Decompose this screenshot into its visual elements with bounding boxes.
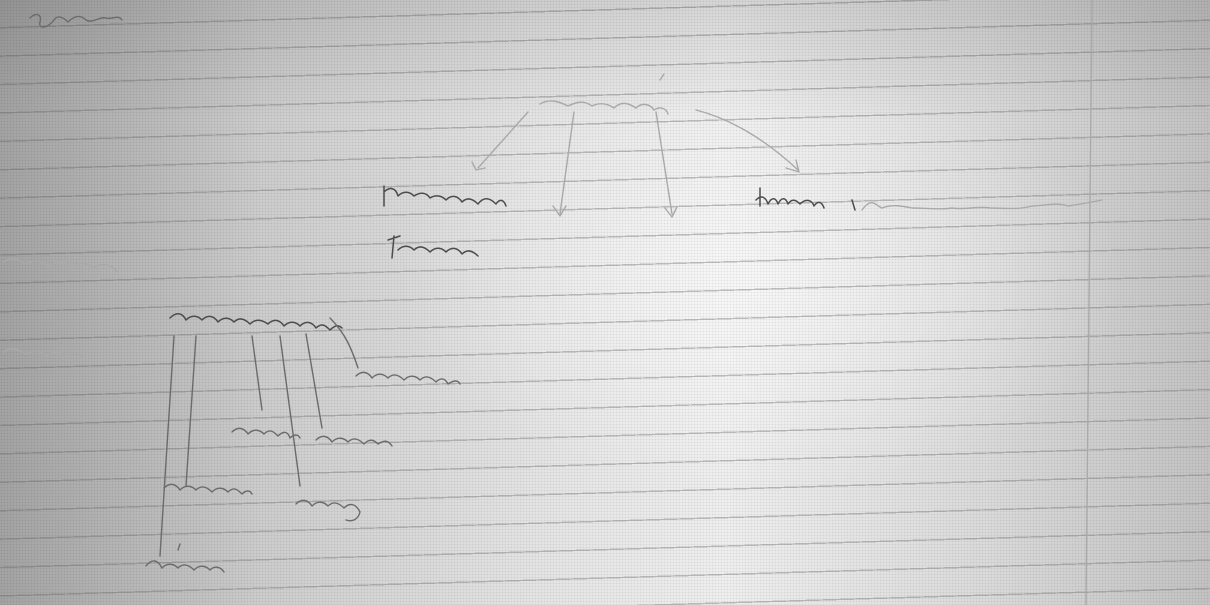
scribble-leaf-3 [315,435,393,447]
arrow-mid-right [655,111,678,218]
scribble-leaf-2 [231,427,301,439]
scribble-left-edge-2 [3,348,83,359]
stem-3 [251,335,263,411]
left-shadow [0,0,260,605]
scribble-top-left [29,13,123,28]
stem-5 [305,333,323,429]
stem-1 [159,335,175,557]
scribble-left-branch-1 [383,185,507,207]
scribble-left-branch-2 [387,235,479,259]
scribble-leaf-1 [355,371,461,385]
arrow-mid-left [552,111,575,217]
stem-2 [185,335,197,487]
arrow-right [695,109,800,173]
scribble-leaf-6 [145,543,225,573]
scribble-right-branch [755,187,856,211]
stem-6 [329,317,359,369]
margin-line [1085,0,1093,605]
scribble-tree-heading [169,313,343,331]
top-shadow [0,0,1210,120]
scribble-left-edge-1 [3,258,119,273]
stem-4 [279,335,301,487]
scribble-leaf-4 [163,483,253,495]
arrow-left [471,111,529,171]
scribble-right-continuation [861,199,1103,211]
scribble-leaf-5 [295,499,361,522]
scribble-center-top [539,73,669,115]
